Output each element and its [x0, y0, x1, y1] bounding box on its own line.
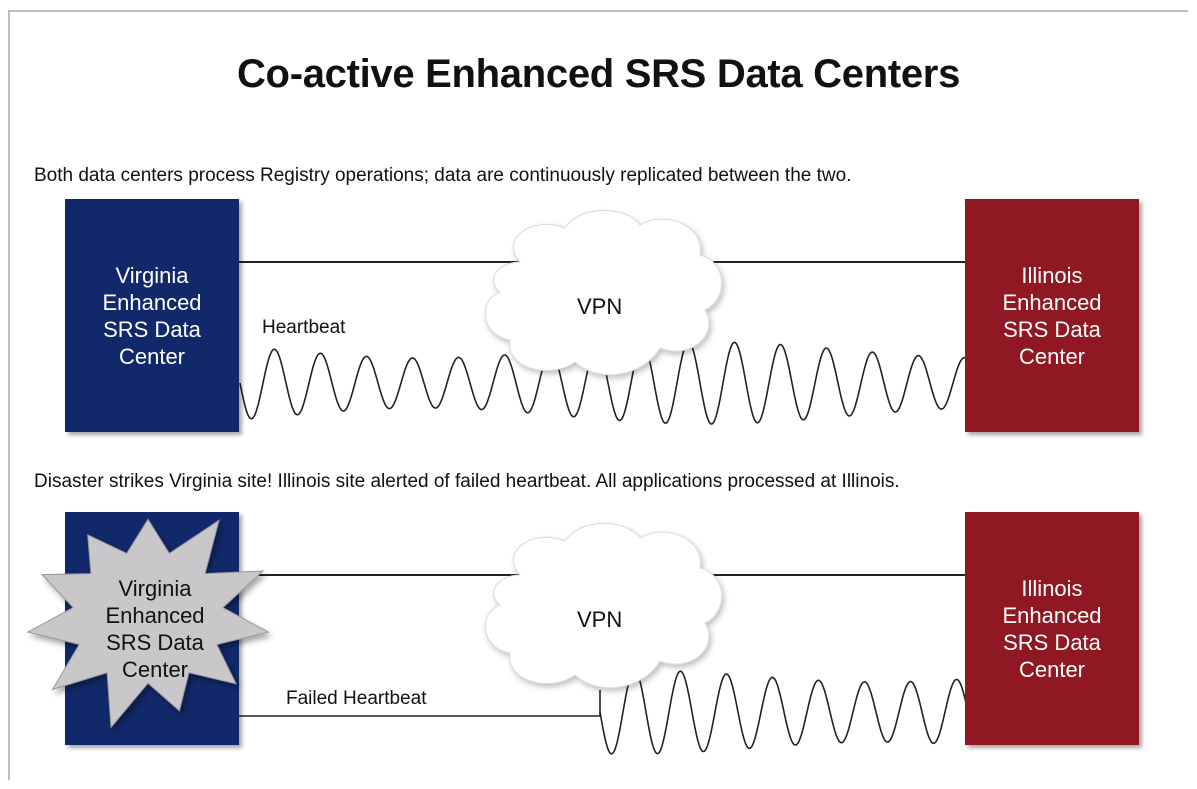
virginia-data-center-box: Virginia Enhanced SRS Data Center	[65, 199, 239, 432]
virginia-data-center-label: Virginia Enhanced SRS Data Center	[102, 262, 202, 369]
diagram-frame	[8, 10, 1188, 780]
disaster-scenario-caption: Disaster strikes Virginia site! Illinois…	[34, 471, 900, 492]
virginia-data-center-label-failed: Virginia Enhanced SRS Data Center	[105, 576, 205, 682]
failed-heartbeat-label: Failed Heartbeat	[286, 688, 427, 709]
illinois-data-center-box-active: Illinois Enhanced SRS Data Center	[965, 512, 1139, 745]
diagram-title: Co-active Enhanced SRS Data Centers	[236, 52, 961, 96]
normal-scenario-caption: Both data centers process Registry opera…	[34, 165, 852, 186]
bottom-heartbeat-wave	[599, 669, 967, 755]
vpn-cloud-icon	[484, 522, 723, 689]
heartbeat-label: Heartbeat	[262, 317, 346, 338]
vpn-label-bottom: VPN	[577, 607, 623, 632]
vpn-cloud-icon	[484, 209, 723, 376]
vpn-label: VPN	[577, 294, 623, 319]
illinois-data-center-label: Illinois Enhanced SRS Data Center	[1002, 262, 1102, 369]
illinois-data-center-label-active: Illinois Enhanced SRS Data Center	[1002, 575, 1102, 682]
illinois-data-center-box: Illinois Enhanced SRS Data Center	[965, 199, 1139, 432]
